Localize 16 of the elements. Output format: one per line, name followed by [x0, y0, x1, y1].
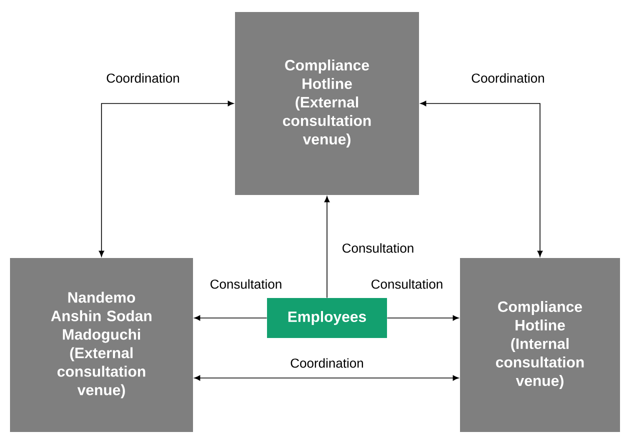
- arrow: [98, 100, 234, 257]
- edge-label: Consultation: [210, 279, 282, 289]
- edge-label: Coordination: [106, 73, 179, 83]
- edge-label: Consultation: [342, 243, 414, 253]
- arrow: [420, 100, 543, 257]
- arrow: [194, 315, 268, 321]
- venue-box: Nandemo Anshin Sodan Madoguchi (External consultation venue): [10, 258, 193, 432]
- edge-label: Consultation: [372, 279, 442, 289]
- arrow: [386, 315, 459, 321]
- edge-label: Coordination: [290, 358, 363, 368]
- arrow: [324, 196, 330, 298]
- employees-box: Employees: [267, 298, 387, 338]
- edge-label: Coordination: [472, 73, 544, 83]
- arrow: [194, 375, 459, 381]
- venue-box: Compliance Hotline (Internal consultation venue): [460, 258, 620, 432]
- venue-box: Compliance Hotline (External consultation venue): [235, 12, 419, 195]
